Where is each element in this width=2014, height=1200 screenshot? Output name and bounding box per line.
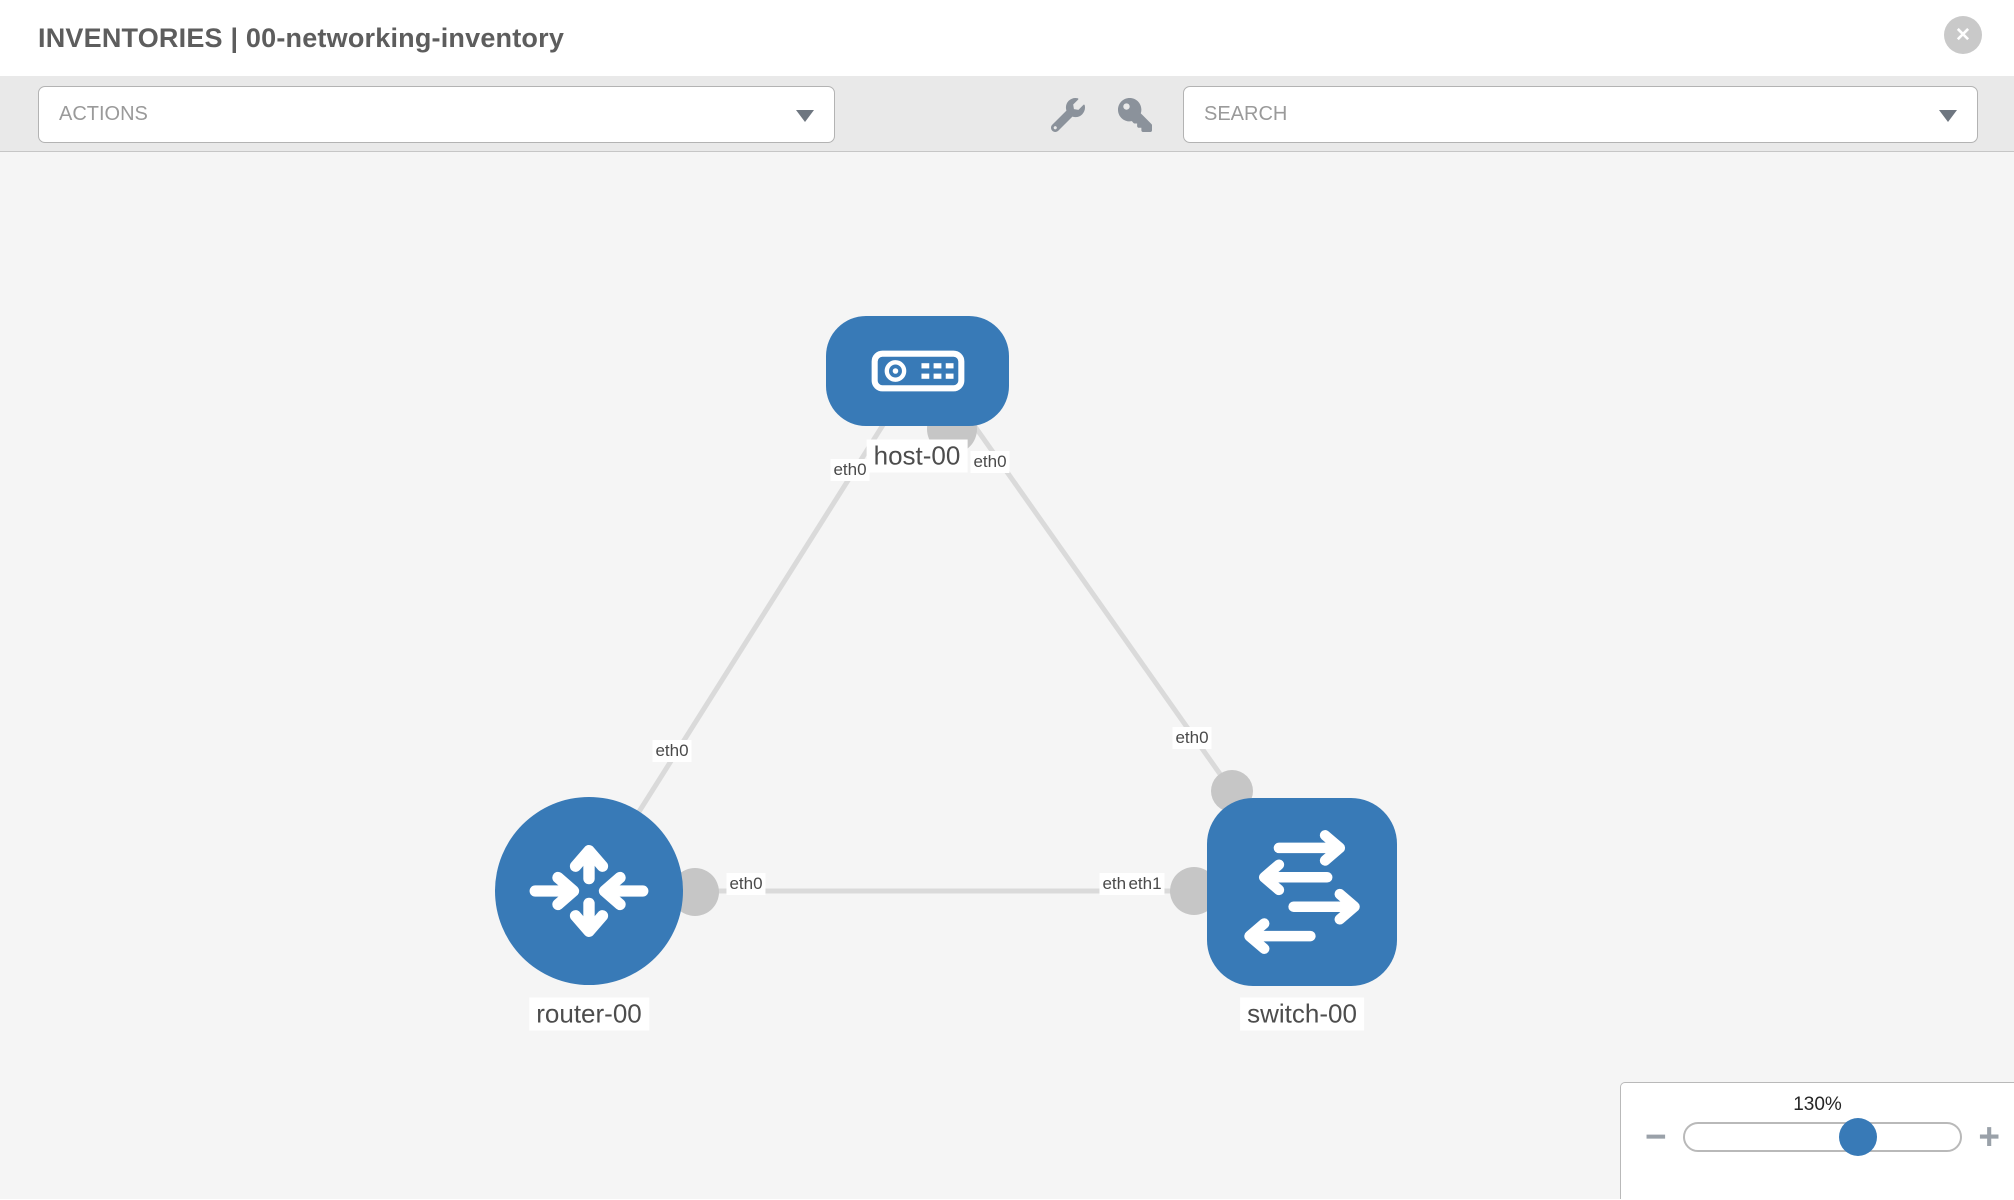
zoom-in-button[interactable]: +: [1978, 1116, 2000, 1157]
iface-label-host-eth0-left: eth0: [830, 459, 870, 481]
actions-dropdown[interactable]: ACTIONS: [38, 86, 835, 143]
zoom-level-label: 130%: [1793, 1094, 1842, 1115]
zoom-slider-thumb[interactable]: [1839, 1118, 1878, 1156]
link-host-router: [586, 369, 920, 893]
wrench-icon[interactable]: [1050, 98, 1085, 133]
header: INVENTORIES | 00-networking-inventory ✕: [0, 0, 2014, 76]
iface-label-switch-eth0-top: eth0: [1172, 727, 1212, 749]
switch-icon: [1244, 830, 1360, 954]
port-router-eth0: [671, 868, 719, 916]
chevron-down-icon: [796, 109, 814, 122]
key-icon[interactable]: [1118, 98, 1152, 132]
zoom-out-button[interactable]: −: [1645, 1116, 1667, 1157]
search-dropdown-label: SEARCH: [1204, 103, 1288, 125]
topology-canvas[interactable]: host-00 router-00 switch-00 eth0 eth0 et…: [0, 152, 2014, 1199]
close-icon: ✕: [1955, 24, 1971, 46]
page-title: INVENTORIES | 00-networking-inventory: [38, 23, 565, 53]
node-switch-00[interactable]: [1207, 798, 1397, 986]
close-button[interactable]: ✕: [1944, 16, 1982, 54]
node-router-00[interactable]: [495, 797, 683, 985]
topology-links-layer: [586, 369, 1253, 916]
host-icon: [871, 350, 964, 392]
node-label-router-00: router-00: [529, 997, 649, 1031]
actions-dropdown-label: ACTIONS: [59, 103, 148, 125]
zoom-slider-row: − +: [1621, 1116, 2014, 1157]
iface-label-switch-eth1: eth1: [1125, 873, 1165, 895]
search-dropdown[interactable]: SEARCH: [1183, 86, 1978, 143]
node-label-host-00: host-00: [866, 439, 968, 473]
iface-label-router-eth0-right: eth0: [726, 873, 766, 895]
toolbar: ACTIONS SEARCH: [0, 76, 2014, 152]
node-host-00[interactable]: [826, 316, 1009, 426]
router-icon: [529, 845, 649, 937]
port-switch-eth1: [1170, 867, 1218, 915]
zoom-control-panel: 130% − +: [1620, 1082, 2014, 1199]
node-label-switch-00: switch-00: [1240, 997, 1364, 1031]
iface-label-host-eth0-right: eth0: [970, 451, 1010, 473]
zoom-slider-track[interactable]: [1682, 1118, 1963, 1156]
chevron-down-icon: [1939, 109, 1957, 122]
iface-label-router-eth0-top: eth0: [652, 740, 692, 762]
link-host-switch: [937, 375, 1235, 793]
